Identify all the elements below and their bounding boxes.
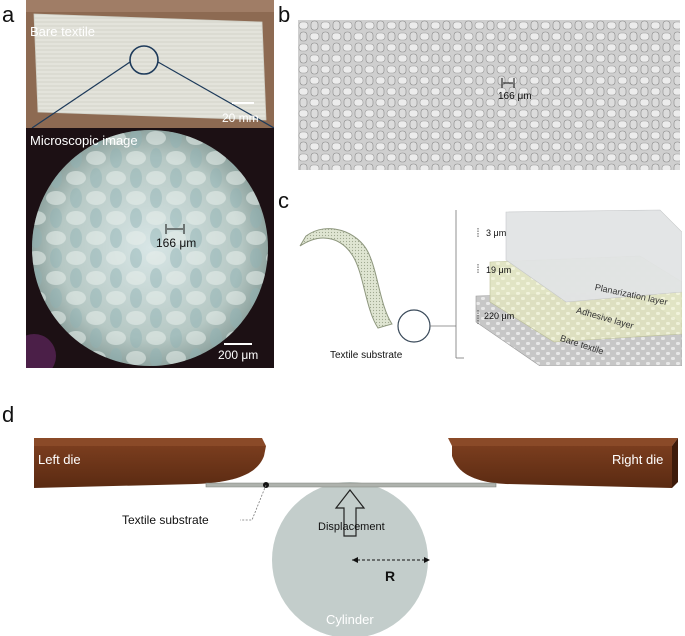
scale-bar-top-label: 20 mm	[222, 111, 259, 125]
displacement-label: Displacement	[318, 521, 385, 533]
panel-a-letter: a	[2, 2, 15, 27]
panel-c-letter: c	[278, 188, 289, 213]
substrate-label-c: Textile substrate	[330, 350, 403, 361]
radius-label: R	[385, 568, 396, 584]
thickness-top-label: 3 μm	[486, 228, 507, 238]
left-die-label: Left die	[38, 452, 81, 467]
exploded-layers-illustration	[470, 206, 682, 366]
substrate-label-d: Textile substrate	[122, 513, 209, 527]
panel-b-letter: b	[278, 2, 291, 27]
bent-substrate-illustration	[294, 210, 464, 360]
scale-bar-bottom-label: 200 μm	[218, 348, 259, 362]
right-die-label: Right die	[612, 452, 664, 467]
thickness-bot-label: 220 μm	[484, 311, 515, 321]
bare-textile-label: Bare textile	[30, 24, 96, 39]
microscopic-image	[26, 128, 274, 368]
thickness-mid-label: 19 μm	[486, 265, 512, 275]
bare-textile-photo	[26, 0, 274, 128]
bending-test-diagram	[26, 438, 685, 636]
microscopic-image-label: Microscopic image	[30, 133, 138, 148]
cylinder-label: Cylinder	[326, 612, 374, 627]
micro-measure-label: 166 μm	[156, 236, 197, 250]
render-measure-label: 166 μm	[498, 91, 532, 102]
woven-3d-render	[298, 20, 680, 170]
panel-d-letter: d	[2, 402, 15, 427]
